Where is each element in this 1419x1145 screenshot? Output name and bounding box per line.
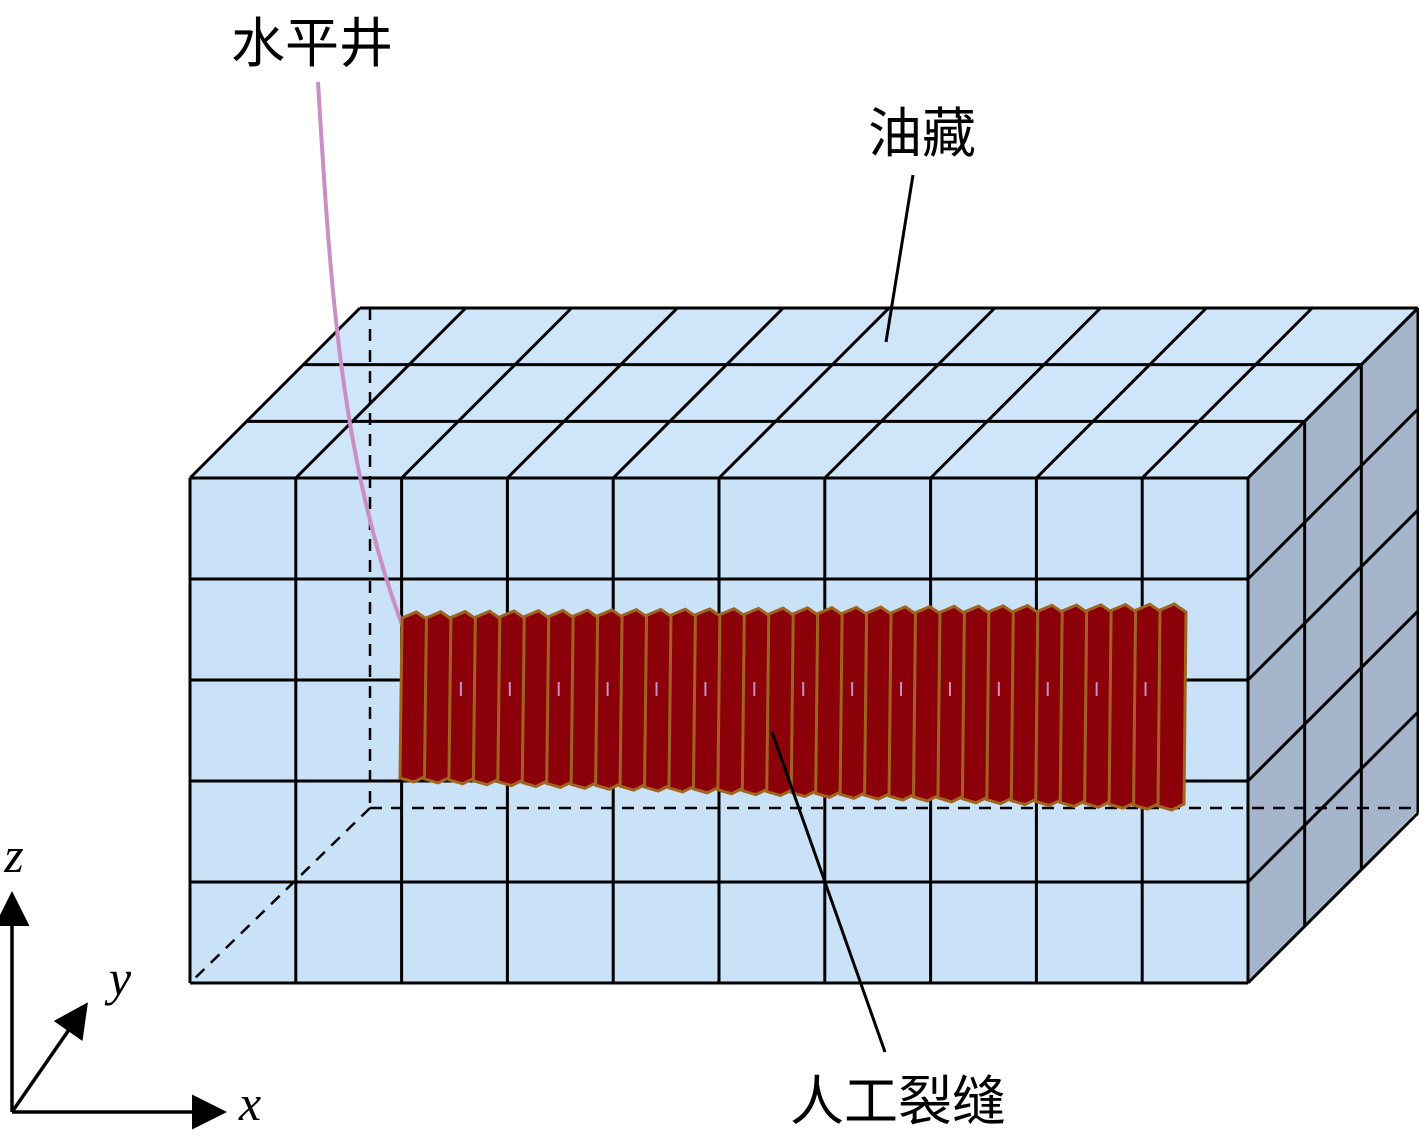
top-grid-depth [929,306,1102,480]
side-grid-depth [1246,710,1419,884]
side-grid-depth [1246,508,1419,682]
reservoir-side-face [1248,308,1418,983]
fracture-label: 人工裂缝 [790,1070,1006,1133]
y-axis-label: y [104,950,132,1006]
top-grid-depth [1141,306,1314,480]
top-grid-depth [294,306,467,480]
reservoir-leader-line [884,174,915,343]
fracture-leader-line [770,731,887,1053]
well-label: 水平井 [231,12,393,75]
top-grid-depth [823,306,996,480]
top-grid-depth [717,306,891,480]
horizontal-well-line [316,81,406,631]
side-grid-depth [1246,811,1419,985]
side-grid-depth [1246,407,1419,581]
top-grid-depth [1035,306,1208,480]
reservoir-hidden-edges [189,308,1418,984]
side-grid-depth [1246,609,1419,783]
top-grid-depth [400,306,573,480]
well-perforations [459,682,1147,696]
fracture-plane [1156,602,1188,812]
top-grid-depth [506,306,679,480]
reservoir-label: 油藏 [868,102,976,165]
y-axis-arrow [10,1002,88,1113]
z-axis-label: z [3,827,23,883]
top-grid-depth [612,306,785,480]
artificial-fractures [398,602,1188,812]
x-axis-label: x [238,1075,261,1131]
side-grid-depth [1246,306,1419,480]
coordinate-axes [0,891,227,1130]
top-grid-depth [188,306,362,480]
